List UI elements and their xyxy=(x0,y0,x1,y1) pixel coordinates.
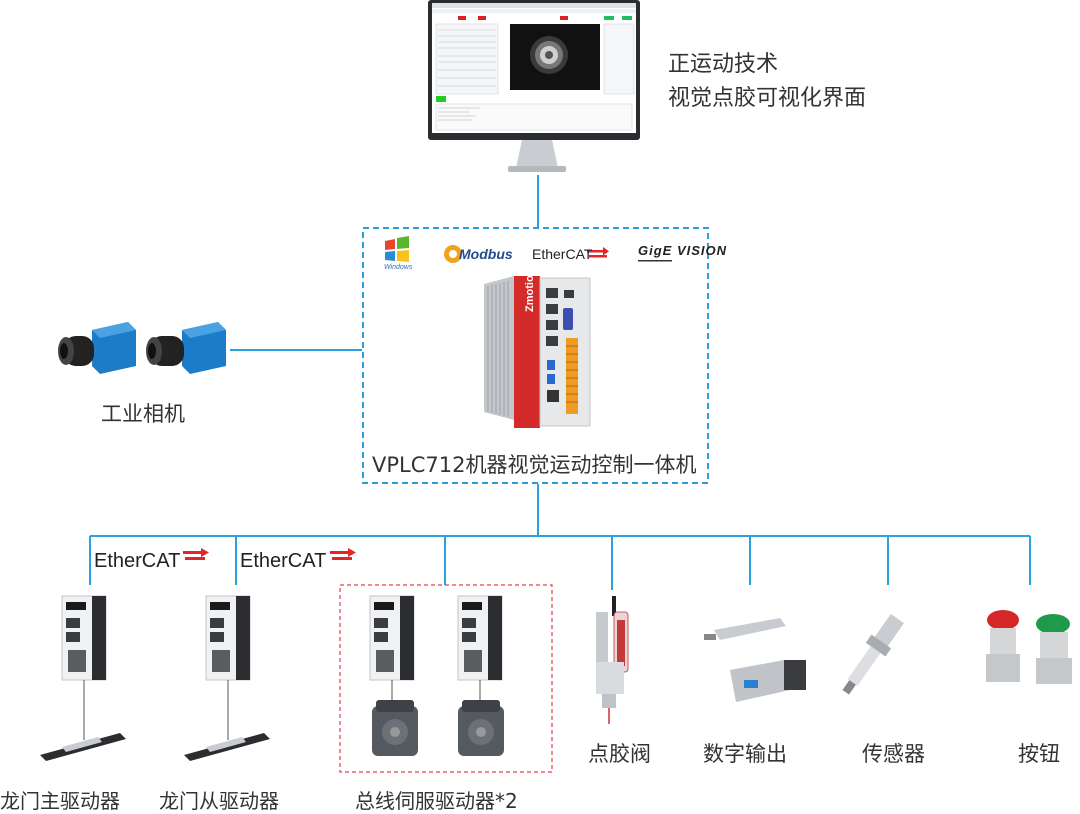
digital-output-label: 数字输出 xyxy=(703,742,787,766)
modbus-logo-icon xyxy=(444,245,462,263)
ethercat-badge-1: EtherCAT xyxy=(94,550,181,572)
button-label: 按钮 xyxy=(1018,742,1060,766)
camera-label: 工业相机 xyxy=(101,402,185,426)
zmotion-brand-text: Zmotion xyxy=(524,268,536,312)
windows-logo-icon xyxy=(385,236,409,262)
controller-frame xyxy=(362,227,709,484)
dispense-valve-label: 点胶阀 xyxy=(588,742,651,766)
windows-label: Windows xyxy=(384,264,413,271)
servo-group-frame xyxy=(339,584,553,773)
gige-label: GigE VISION xyxy=(638,243,728,258)
sensor-label: 传感器 xyxy=(862,742,925,766)
ethercat-badge-2: EtherCAT xyxy=(240,550,327,572)
controller-label: VPLC712机器视觉运动控制一体机 xyxy=(372,453,697,477)
monitor-caption-line2: 视觉点胶可视化界面 xyxy=(668,86,867,111)
modbus-label: Modbus xyxy=(459,246,513,262)
monitor-caption-line1: 正运动技术 xyxy=(668,52,779,77)
ethercat-label-top: EtherCAT xyxy=(532,246,593,262)
